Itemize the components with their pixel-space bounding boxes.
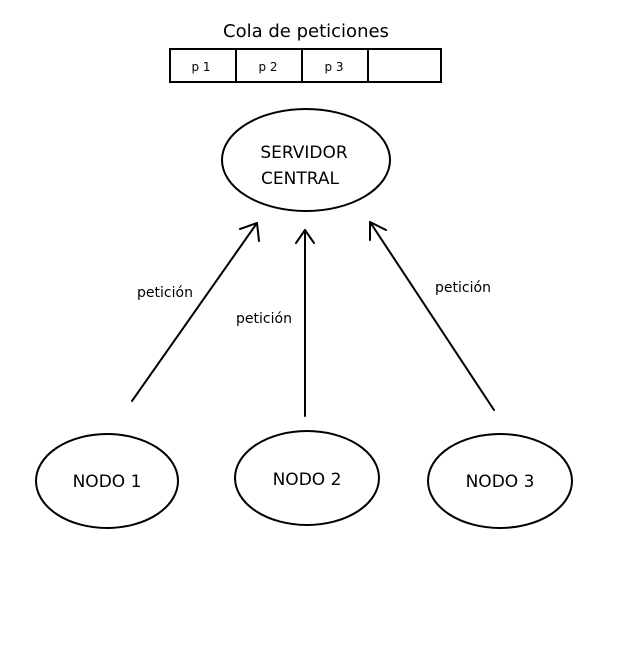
queue-cell-p3: p 3 [324, 60, 343, 74]
nodo-2: NODO 2 [234, 430, 380, 526]
server-label-line1: SERVIDOR [260, 143, 348, 163]
server-node: SERVIDOR CENTRAL [221, 108, 391, 212]
nodo-2-ellipse [234, 430, 380, 526]
nodo-3-ellipse [427, 433, 573, 529]
nodo-1-ellipse [35, 433, 179, 529]
edge-label-nodo3: petición [435, 280, 491, 296]
nodo-3: NODO 3 [427, 433, 573, 529]
arrow-line [369, 221, 495, 411]
arrow-nodo1 [131, 222, 260, 402]
arrow-line [131, 222, 258, 402]
nodo-2-label: NODO 2 [273, 470, 342, 490]
edge-label-nodo2: petición [236, 311, 292, 327]
queue-box [169, 48, 442, 83]
nodo-3-label: NODO 3 [466, 472, 535, 492]
nodo-1-label: NODO 1 [73, 472, 142, 492]
queue-cell-p1: p 1 [191, 60, 210, 74]
queue-title: Cola de peticiones [223, 21, 389, 42]
arrow-head [239, 222, 260, 242]
queue-cell-p2: p 2 [258, 60, 277, 74]
request-queue: Cola de peticiones p 1 p 2 p 3 [169, 21, 442, 83]
arrow-nodo2 [295, 229, 315, 417]
server-ellipse [221, 108, 391, 212]
arrow-head [369, 221, 387, 241]
arrow-head [295, 229, 315, 244]
arrow-nodo3 [369, 221, 495, 411]
server-label-line2: CENTRAL [261, 169, 339, 189]
nodo-1: NODO 1 [35, 433, 179, 529]
edge-label-nodo1: petición [137, 285, 193, 301]
